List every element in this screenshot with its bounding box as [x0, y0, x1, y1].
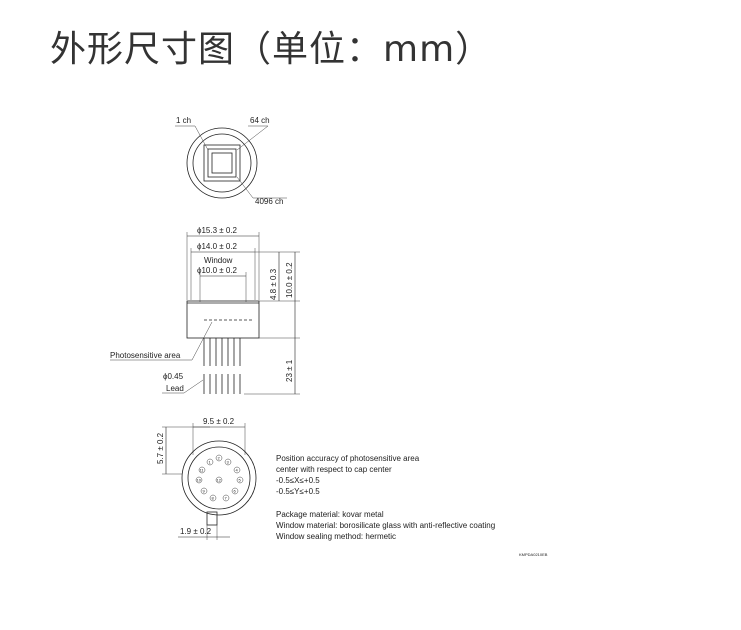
- pin-number: 8: [212, 496, 215, 501]
- note-line-4: -0.5≤Y≤+0.5: [276, 487, 320, 496]
- pin-number: 9: [203, 489, 206, 494]
- drawing-code: KMPDA0210EB: [519, 552, 548, 557]
- dim-window-diameter: ϕ10.0 ± 0.2: [197, 266, 238, 275]
- top-view: 1 ch 64 ch 4096 ch: [175, 116, 287, 206]
- bottom-view-outer-circle: [181, 440, 257, 516]
- pin-numbers: 1 2 3 4 5 6 7 8 9 10 11 12: [197, 456, 242, 501]
- pin-number: 5: [239, 478, 242, 483]
- dim-height-window: 4.8 ± 0.3: [269, 268, 278, 300]
- lead-diameter-label: ϕ0.45: [163, 372, 184, 381]
- bottom-view: 9.5 ± 0.2 5.7 ± 0.2 1.9 ± 0.2: [156, 417, 257, 540]
- pin-number: 2: [218, 456, 221, 461]
- window-label: Window: [204, 256, 233, 265]
- top-view-sensor-outer: [203, 144, 241, 182]
- pin-number: 4: [236, 468, 239, 473]
- bottom-view-inner-circle: [187, 446, 251, 510]
- note-line-1: Position accuracy of photosensitive area: [276, 454, 420, 463]
- index-tab: [206, 511, 218, 526]
- photosensitive-area-label: Photosensitive area: [110, 351, 181, 360]
- note-line-3: -0.5≤X≤+0.5: [276, 476, 320, 485]
- pin-number: 12: [217, 478, 222, 483]
- pin-number: 10: [197, 478, 202, 483]
- pin-number: 7: [225, 496, 228, 501]
- top-view-outer-circle: [186, 127, 258, 199]
- dim-tab-offset: 5.7 ± 0.2: [156, 432, 165, 464]
- dim-height-body: 10.0 ± 0.2: [285, 262, 294, 298]
- page-title: 外形尺寸图（单位：mm）: [50, 29, 493, 70]
- note-line-5: Package material: kovar metal: [276, 510, 384, 519]
- dim-cap-diameter: ϕ15.3 ± 0.2: [197, 226, 238, 235]
- note-line-2: center with respect to cap center: [276, 465, 392, 474]
- notes: Position accuracy of photosensitive area…: [276, 454, 495, 541]
- note-line-6: Window material: borosilicate glass with…: [276, 521, 495, 530]
- lead-label: Lead: [166, 384, 184, 393]
- pin-number: 11: [200, 468, 205, 473]
- label-4096ch: 4096 ch: [255, 197, 283, 206]
- top-view-sensor-middle: [207, 148, 237, 178]
- pin-number: 6: [234, 489, 237, 494]
- dim-lead-length: 23 ± 1: [285, 359, 294, 382]
- side-view: ϕ15.3 ± 0.2 ϕ14.0 ± 0.2 Window ϕ10.0 ± 0…: [110, 226, 300, 395]
- pin-number: 3: [227, 460, 230, 465]
- dim-pin-circle: 9.5 ± 0.2: [203, 417, 235, 426]
- dim-tab-width: 1.9 ± 0.2: [180, 527, 212, 536]
- package-body: [186, 300, 260, 339]
- top-view-sensor-inner: [211, 152, 233, 174]
- label-1ch: 1 ch: [176, 116, 191, 125]
- label-64ch: 64 ch: [250, 116, 270, 125]
- leads: [203, 338, 241, 394]
- top-view-inner-circle: [192, 133, 252, 193]
- pin-number: 1: [209, 460, 212, 465]
- pins: [195, 454, 244, 502]
- dim-body-diameter: ϕ14.0 ± 0.2: [197, 242, 238, 251]
- note-line-7: Window sealing method: hermetic: [276, 532, 396, 541]
